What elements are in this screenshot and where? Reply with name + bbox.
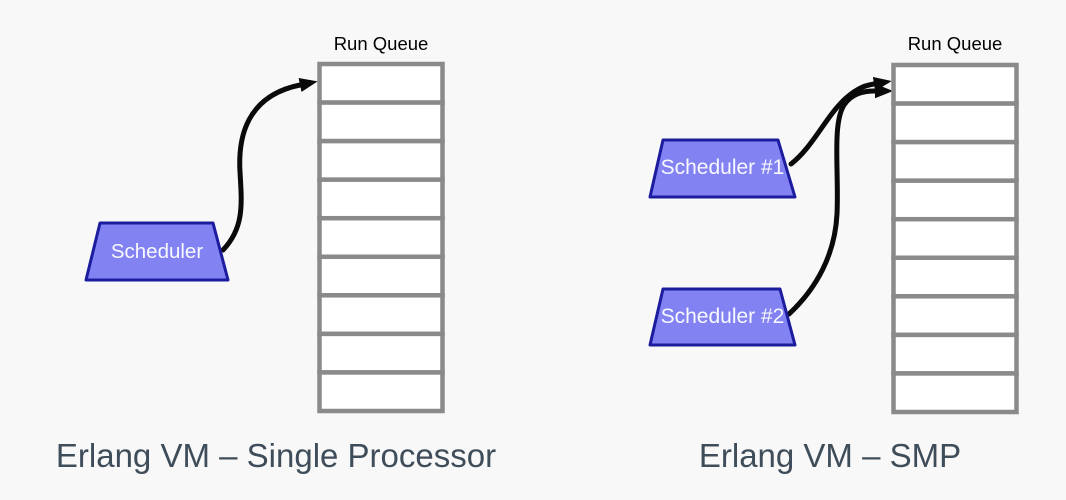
arrow-smp-scheduler2-to-queue [786, 83, 893, 317]
run-queue-slot [891, 216, 1019, 261]
run-queue-slot [317, 177, 445, 221]
run-queue-slot [317, 61, 445, 105]
run-queue-slot [891, 62, 1019, 106]
arrow-smp-scheduler1-to-queue [788, 76, 892, 167]
run-queue-left [317, 61, 445, 414]
run-queue-slot [891, 294, 1019, 338]
run-queue-slot [317, 215, 445, 260]
run-queue-slot [891, 332, 1019, 376]
run-queue-slot [891, 139, 1019, 183]
run-queue-slot [317, 100, 445, 144]
run-queue-slot [317, 138, 445, 182]
arrow-single-scheduler-to-queue [220, 77, 318, 253]
scheduler-trapezoid-smp-1 [648, 138, 797, 199]
scheduler-trapezoid-single [84, 221, 230, 282]
run-queue-slot [317, 254, 445, 298]
run-queue-slot [891, 178, 1019, 222]
run-queue-right [891, 62, 1019, 415]
run-queue-slot [891, 101, 1019, 145]
run-queue-slot [317, 331, 445, 375]
run-queue-slot [891, 371, 1019, 415]
run-queue-slot [891, 255, 1019, 299]
run-queue-slot [317, 370, 445, 414]
run-queue-slot [317, 293, 445, 337]
scheduler-trapezoid-smp-2 [648, 287, 797, 347]
